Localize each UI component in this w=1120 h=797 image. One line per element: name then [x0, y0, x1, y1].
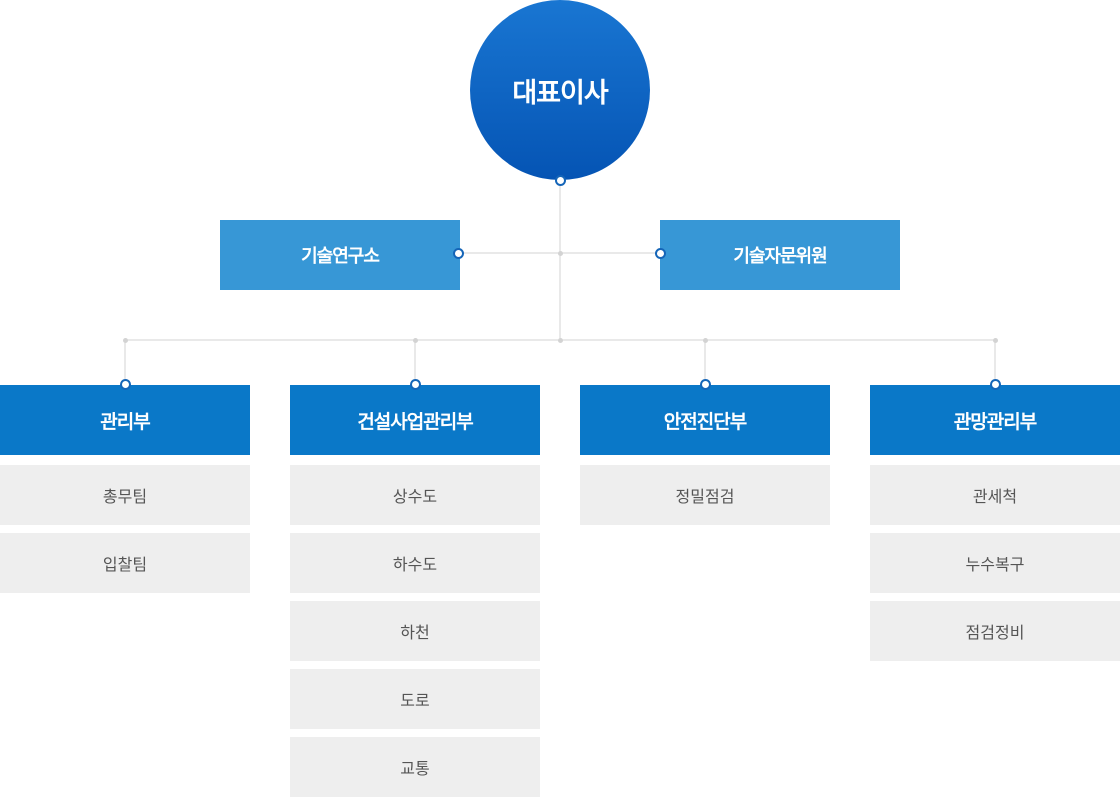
junction-dot: [557, 250, 563, 256]
team-pipe-cleaning: 관세척: [870, 465, 1120, 525]
dept-pipe-network: 관망관리부: [870, 385, 1120, 455]
team-inspection-maintenance: 점검정비: [870, 601, 1120, 661]
connector-dot: [554, 174, 566, 186]
team-river: 하천: [290, 601, 540, 661]
research-institute-node: 기술연구소: [220, 220, 460, 290]
junction-dot: [412, 337, 418, 343]
junction-dot: [122, 337, 128, 343]
junction-dot: [557, 337, 563, 343]
connector-dot: [654, 247, 666, 259]
ceo-node: 대표이사: [470, 0, 650, 180]
dept-management: 관리부: [0, 385, 250, 455]
connector-dot: [452, 247, 464, 259]
technical-advisory-node: 기술자문위원: [660, 220, 900, 290]
connector-dot: [119, 378, 131, 390]
team-bidding: 입찰팀: [0, 533, 250, 593]
team-precision-inspection: 정밀점검: [580, 465, 830, 525]
dept-construction-management: 건설사업관리부: [290, 385, 540, 455]
team-traffic: 교통: [290, 737, 540, 797]
team-water-supply: 상수도: [290, 465, 540, 525]
team-road: 도로: [290, 669, 540, 729]
team-leak-repair: 누수복구: [870, 533, 1120, 593]
dept-safety-diagnosis: 안전진단부: [580, 385, 830, 455]
team-general-affairs: 총무팀: [0, 465, 250, 525]
connector-dot: [699, 378, 711, 390]
junction-dot: [992, 337, 998, 343]
team-sewerage: 하수도: [290, 533, 540, 593]
junction-dot: [702, 337, 708, 343]
connector-dot: [409, 378, 421, 390]
connector-dot: [989, 378, 1001, 390]
